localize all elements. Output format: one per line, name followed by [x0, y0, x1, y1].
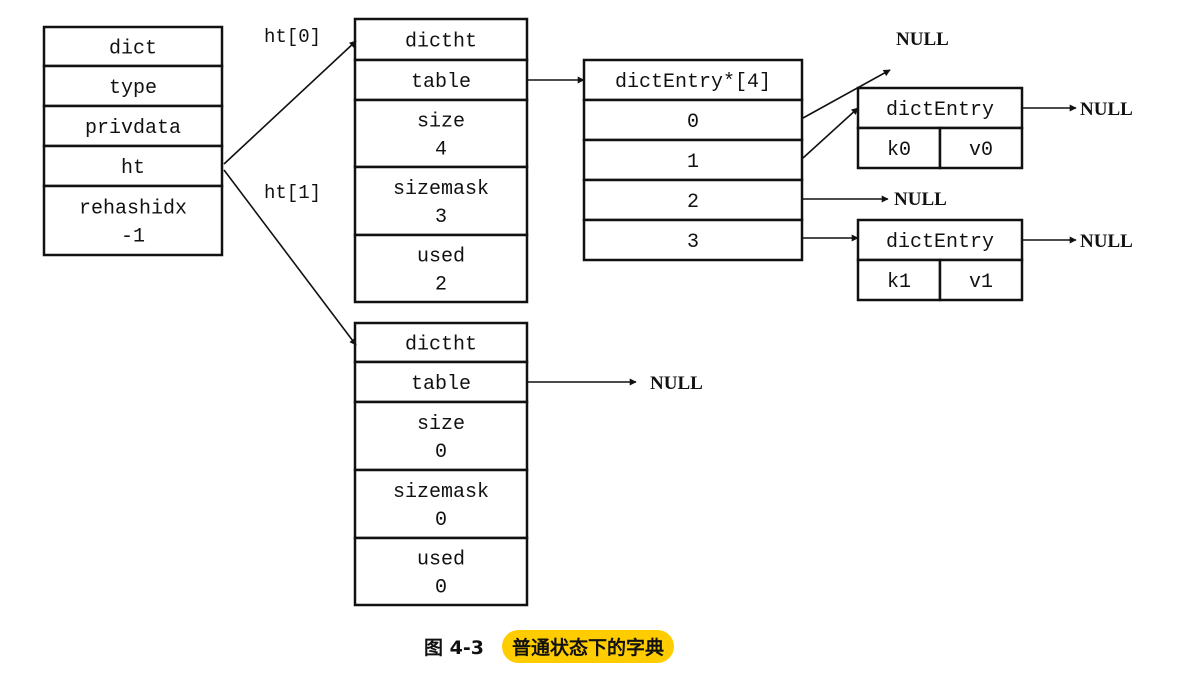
dictht-1-field-text: sizemask: [393, 481, 489, 504]
dictht-1-field-text: 0: [435, 577, 447, 600]
dict-entry-array-row: [582, 98, 804, 142]
dictht-0-field-text: 4: [435, 139, 447, 162]
bucket2-null: NULL: [894, 189, 947, 210]
dict-struct-field-text: type: [109, 77, 157, 100]
dict-entry-1-next-null: NULL: [1080, 231, 1133, 252]
bucket0-arrow: [802, 69, 891, 119]
dict-entry-1-value-text: v1: [969, 271, 993, 294]
dictht-1-field-text: 0: [435, 441, 447, 464]
figure-title: 普通状态下的字典: [501, 629, 674, 663]
bucket1-arrow: [802, 107, 859, 159]
pointer-arrows: [223, 40, 1077, 386]
dict-entry-array-field-text: 3: [687, 231, 699, 254]
dict-entry-array-field-text: 0: [687, 111, 699, 134]
dict-struct-field-text: rehashidx: [79, 198, 187, 221]
dictht-0-field-text: sizemask: [393, 178, 489, 201]
dictht-0-row: [353, 98, 529, 169]
figure-caption: 图 4-3 普通状态下的字典: [424, 628, 674, 664]
ht1-label: ht[1]: [264, 182, 321, 204]
dict-entry-0-value-cell: [938, 126, 1024, 170]
dictht-1-field-text: 0: [435, 509, 447, 532]
bucket0-null: NULL: [896, 29, 949, 50]
dict-entry-0-key-text: k0: [887, 139, 911, 162]
dict-entry-array-field-text: 2: [687, 191, 699, 214]
dict-struct-field-text: ht: [121, 157, 145, 180]
dictht-0-row: [353, 17, 529, 62]
dict-struct-field-text: privdata: [85, 117, 181, 140]
dict-entry-array: dictEntry*[4] 0 1 2 3: [582, 58, 804, 262]
dict-entry-0-value-text: v0: [969, 139, 993, 162]
dictht-1-field-text: size: [417, 413, 465, 436]
dict-entry-array-row: [582, 218, 804, 262]
ht0-label: ht[0]: [264, 26, 321, 48]
dictht-1: dictht table size 0 sizemask 0 used 0: [353, 321, 529, 607]
dict-entry-1-key-cell: [856, 258, 942, 302]
dict-entry-1-value-cell: [938, 258, 1024, 302]
dictht-0-field-text: table: [411, 71, 471, 94]
dict-entry-1-key-text: k1: [887, 271, 911, 294]
ht0-arrow: [223, 40, 357, 165]
dictht-1-row: [353, 321, 529, 364]
dict-struct-field-text: dict: [109, 38, 157, 61]
dictht-0-field-text: used: [417, 246, 465, 269]
dictht-1-row: [353, 360, 529, 404]
dictht-0-field-text: size: [417, 111, 465, 134]
dict-entry-array-field-text: 1: [687, 151, 699, 174]
dict-entry-0-next-null: NULL: [1080, 99, 1133, 120]
dict-struct: dict type privdata ht rehashidx -1: [42, 25, 224, 257]
figure-number: 图 4-3: [424, 636, 484, 659]
dict-struct-field-text: -1: [121, 226, 145, 249]
dict-entry-array-field-text: dictEntry*[4]: [615, 71, 771, 94]
dictht-1-field-text: used: [417, 549, 465, 572]
table1-null: NULL: [650, 373, 703, 394]
dictht-1-row: [353, 468, 529, 540]
dictht-0: dictht table size 4 sizemask 3 used 2: [353, 17, 529, 304]
dict-struct-row: [42, 184, 224, 257]
dictht-0-row: [353, 233, 529, 304]
dict-struct-row: [42, 144, 224, 188]
dict-entry-1: dictEntry k1 v1: [856, 218, 1024, 302]
dictht-1-field-text: table: [411, 373, 471, 396]
dict-entry-0-header-text: dictEntry: [886, 99, 994, 122]
dictht-0-field-text: dictht: [405, 31, 477, 54]
dict-entry-1-header-text: dictEntry: [886, 231, 994, 254]
dict-entry-array-row: [582, 178, 804, 222]
dictht-0-field-text: 3: [435, 206, 447, 229]
dictht-1-field-text: dictht: [405, 334, 477, 357]
dictht-0-field-text: 2: [435, 274, 447, 297]
dict-entry-array-row: [582, 138, 804, 182]
ht1-arrow: [223, 169, 357, 346]
dictht-1-row: [353, 536, 529, 607]
dict-entry-0: dictEntry k0 v0: [856, 86, 1024, 170]
